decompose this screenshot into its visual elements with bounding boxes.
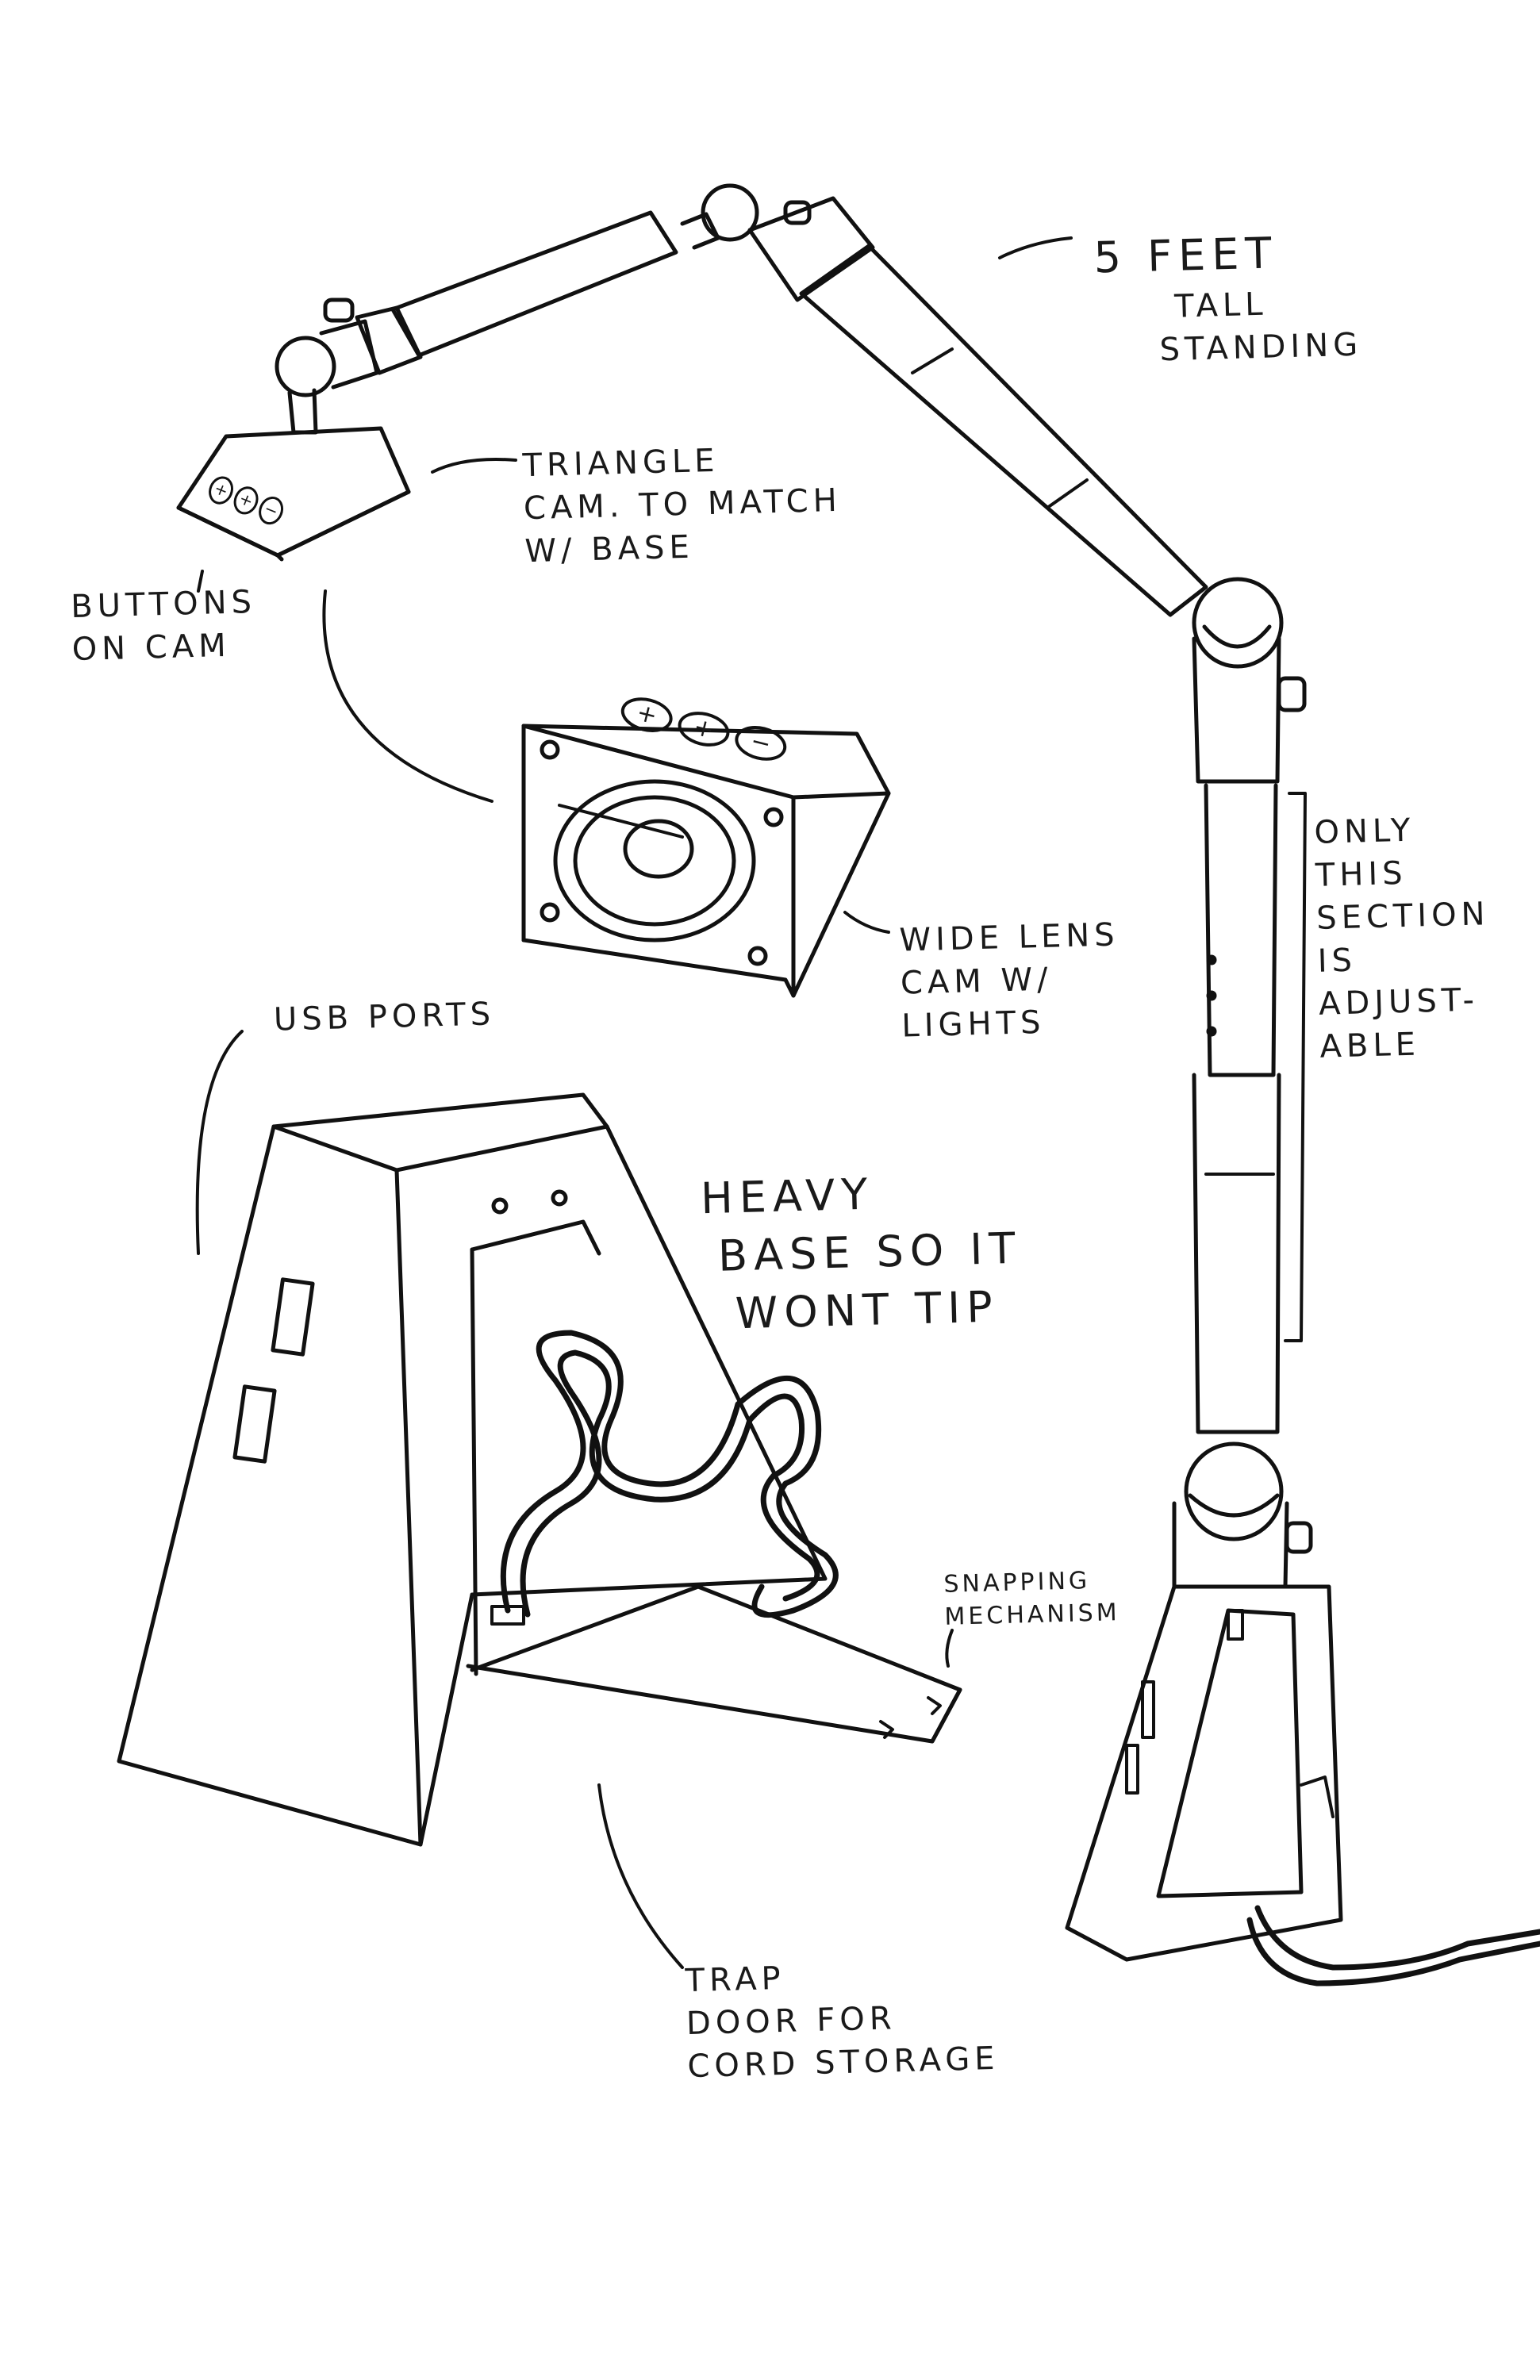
- wide-lens-camera: [521, 724, 891, 998]
- snapping-mechanism-note: SNAPPING MECHANISM: [943, 1567, 1121, 1631]
- snapping-mechanism: [927, 1696, 942, 1715]
- wide-lens-note: WIDE LENS CAM W/ LIGHTS: [899, 916, 1120, 1045]
- heavy-base: [117, 1092, 962, 1847]
- camera-head: [176, 426, 411, 562]
- triangle-cam-note: TRIANGLE CAM. TO MATCH W/ BASE: [522, 442, 843, 570]
- usb-port: [232, 1384, 277, 1464]
- usb-port: [271, 1277, 315, 1357]
- only-adjustable-note: ONLY THIS SECTION IS ADJUST- ABLE: [1313, 812, 1491, 1065]
- power-cord: [1246, 1917, 1540, 1987]
- trap-door-note: TRAP DOOR FOR CORD STORAGE: [685, 1960, 1000, 2086]
- standing-arm: [275, 183, 1343, 1962]
- heavy-base-note: HEAVY BASE SO IT WONT TIP: [700, 1169, 1023, 1338]
- five-feet-note: 5 FEET TALL STANDING: [1093, 228, 1363, 369]
- usb-ports-note: USB PORTS: [273, 996, 496, 1038]
- buttons-on-cam-note: BUTTONS ON CAM: [70, 583, 257, 669]
